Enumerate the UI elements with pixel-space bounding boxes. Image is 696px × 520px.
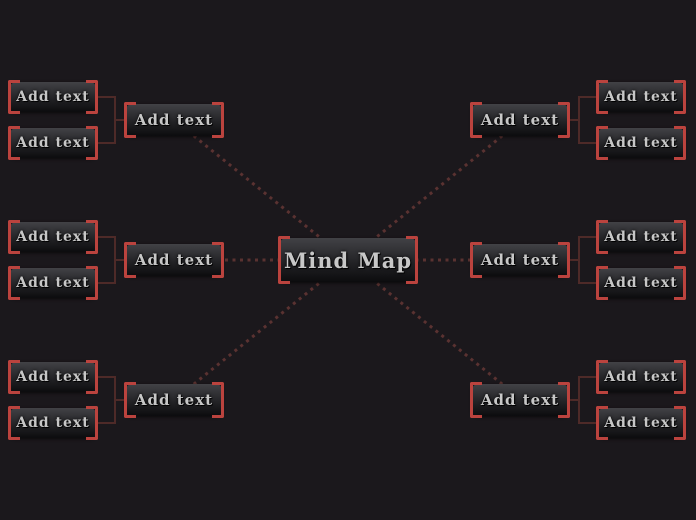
branch-node-left-bottom[interactable]: Add text: [124, 382, 224, 418]
child-node-right-bottom-1[interactable]: Add text: [596, 360, 686, 394]
child-node-label: Add text: [604, 135, 678, 151]
child-node-left-bottom-2[interactable]: Add text: [8, 406, 98, 440]
branch-node-label: Add text: [480, 111, 560, 129]
child-node-label: Add text: [16, 415, 90, 431]
child-node-label: Add text: [16, 89, 90, 105]
child-node-right-middle-1[interactable]: Add text: [596, 220, 686, 254]
root-node[interactable]: Mind Map: [278, 236, 418, 284]
child-node-left-bottom-1[interactable]: Add text: [8, 360, 98, 394]
child-node-label: Add text: [604, 89, 678, 105]
child-node-label: Add text: [604, 415, 678, 431]
child-node-label: Add text: [16, 369, 90, 385]
child-node-label: Add text: [604, 369, 678, 385]
child-node-label: Add text: [16, 229, 90, 245]
child-node-label: Add text: [16, 275, 90, 291]
branch-node-right-middle[interactable]: Add text: [470, 242, 570, 278]
branch-node-label: Add text: [480, 391, 560, 409]
branch-node-label: Add text: [134, 391, 214, 409]
branch-node-right-top[interactable]: Add text: [470, 102, 570, 138]
branch-node-left-middle[interactable]: Add text: [124, 242, 224, 278]
child-node-right-top-1[interactable]: Add text: [596, 80, 686, 114]
branch-node-label: Add text: [134, 251, 214, 269]
root-node-label: Mind Map: [283, 247, 413, 273]
child-node-left-top-1[interactable]: Add text: [8, 80, 98, 114]
child-node-label: Add text: [16, 135, 90, 151]
child-node-right-top-2[interactable]: Add text: [596, 126, 686, 160]
child-node-right-bottom-2[interactable]: Add text: [596, 406, 686, 440]
branch-node-label: Add text: [134, 111, 214, 129]
branch-node-label: Add text: [480, 251, 560, 269]
child-node-right-middle-2[interactable]: Add text: [596, 266, 686, 300]
child-node-label: Add text: [604, 229, 678, 245]
branch-node-right-bottom[interactable]: Add text: [470, 382, 570, 418]
child-node-left-top-2[interactable]: Add text: [8, 126, 98, 160]
branch-node-left-top[interactable]: Add text: [124, 102, 224, 138]
child-node-left-middle-2[interactable]: Add text: [8, 266, 98, 300]
child-node-label: Add text: [604, 275, 678, 291]
child-node-left-middle-1[interactable]: Add text: [8, 220, 98, 254]
